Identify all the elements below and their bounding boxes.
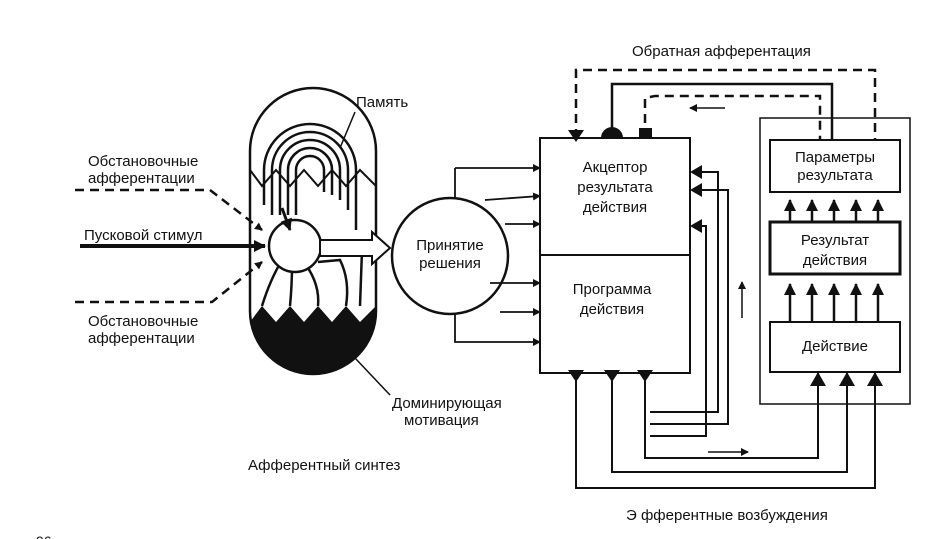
situational-afferent-top-label-2: афферентации [88, 170, 195, 187]
receptor-triangle [568, 130, 584, 142]
result-panel [759, 117, 911, 405]
situational-afferent-top-line [75, 188, 263, 231]
feedback-afferentation-label: Обратная афферентация [632, 43, 811, 60]
efferent-lines [575, 171, 876, 489]
afferent-synthesis-label: Афферентный синтез [248, 457, 401, 474]
receptor-square [639, 128, 652, 138]
result-chain-arrows [784, 199, 884, 322]
memory-arcs [262, 122, 358, 230]
feedback-lines [574, 68, 877, 140]
corner-fragment: 96 [36, 533, 52, 539]
efferent-excitations-label: Э фферентные возбуждения [626, 507, 828, 524]
acceptor-program-block [539, 137, 691, 374]
program-label-2: действия [580, 301, 644, 318]
dominant-motivation-fill [250, 306, 376, 374]
afferent-synthesis-capsule [248, 86, 378, 376]
situational-afferent-bottom-label-2: афферентации [88, 330, 195, 347]
decision-output-lines [454, 164, 541, 346]
action-result-label-2: действия [803, 252, 867, 269]
program-box [539, 254, 691, 374]
action-box [769, 321, 901, 373]
dominant-motivation-label-1: Доминирующая [392, 395, 502, 412]
capsule-outline [248, 86, 378, 376]
synthesis-to-decision-arrow [319, 229, 392, 267]
situational-afferent-bottom-label-1: Обстановочные [88, 313, 198, 330]
receptor-semicircle [601, 127, 623, 138]
action-label: Действие [802, 338, 868, 355]
action-result-label-1: Результат [801, 232, 869, 249]
decision-label-2: решения [419, 255, 481, 272]
memory-label: Память [356, 94, 408, 111]
decision-circle [390, 196, 510, 316]
acceptor-box [539, 137, 691, 256]
acceptor-label-2: результата [577, 179, 653, 196]
memory-zigzag [250, 168, 376, 188]
acceptor-label-1: Акцептор [583, 159, 648, 176]
situational-afferent-top-label-1: Обстановочные [88, 153, 198, 170]
result-params-label-1: Параметры [795, 149, 875, 166]
trigger-stimulus-label: Пусковой стимул [84, 227, 203, 244]
program-label-1: Программа [573, 281, 652, 298]
dominant-motivation-label-2: мотивация [404, 412, 479, 429]
integration-circle [267, 218, 323, 274]
feedback-dashed-line [574, 68, 877, 140]
situational-afferent-bottom-line [75, 261, 263, 304]
action-result-box [768, 220, 902, 276]
efferent-arrowheads [568, 165, 883, 386]
acceptor-label-3: действия [583, 199, 647, 216]
decision-label-1: Принятие [416, 237, 484, 254]
result-params-label-2: результата [797, 167, 873, 184]
result-params-box [769, 139, 901, 193]
